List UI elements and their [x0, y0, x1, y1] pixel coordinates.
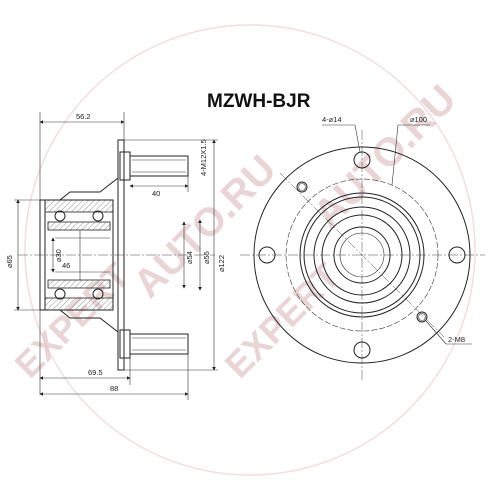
- dim-phi55: ⌀55: [202, 251, 211, 264]
- label-pcd: ⌀100: [410, 115, 427, 124]
- dim-phi54: ⌀54: [185, 251, 194, 264]
- dim-phi65: ⌀65: [5, 255, 14, 268]
- dim-46: 46: [62, 261, 70, 270]
- part-number-title: MZWH-BJR: [207, 91, 311, 112]
- dim-phi30: ⌀30: [54, 249, 63, 262]
- label-threads: 2-M8: [448, 335, 465, 344]
- dim-stud-thread: 4-M12X1.5: [199, 139, 208, 176]
- front-view: 4-⌀14 ⌀100 2-M8: [240, 115, 485, 380]
- watermark-expert-right: EXPERT: [217, 255, 348, 386]
- dim-56-2: 56.2: [76, 112, 91, 121]
- dim-88: 88: [110, 384, 118, 393]
- dim-69-5: 69.5: [88, 368, 103, 377]
- dim-phi122: ⌀122: [217, 255, 226, 272]
- side-view: 56.2 4-M12X1.5 40 ⌀30 46 ⌀54 ⌀55 ⌀122 ⌀6…: [5, 112, 226, 400]
- label-bolt-holes: 4-⌀14: [322, 115, 342, 124]
- dim-40: 40: [152, 189, 160, 198]
